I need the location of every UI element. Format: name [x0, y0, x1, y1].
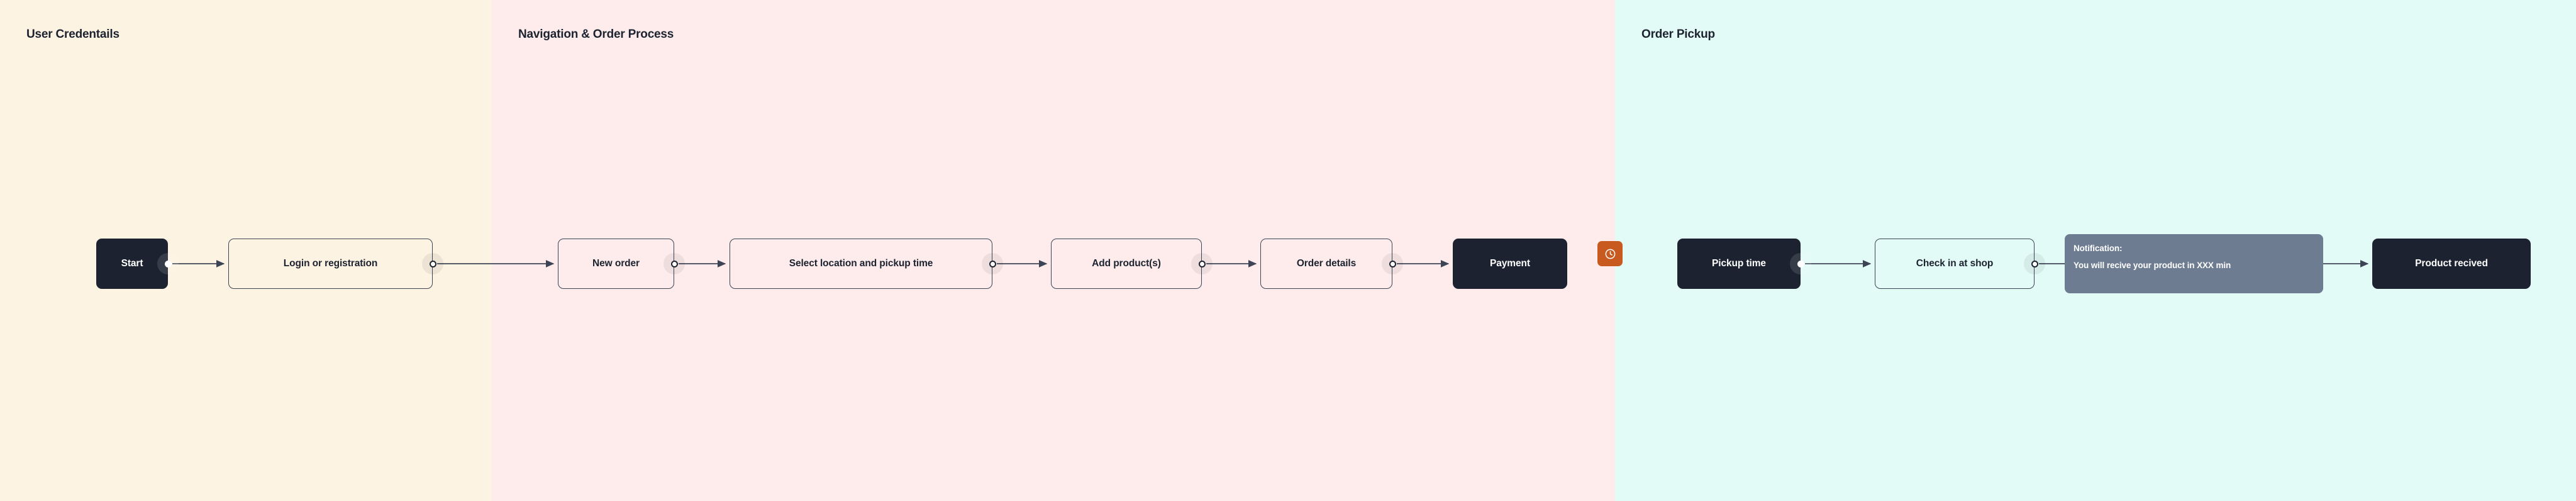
- node-label: Payment: [1490, 258, 1530, 269]
- node-label: Start: [121, 258, 143, 269]
- node-label: Order details: [1296, 258, 1357, 269]
- node-label: Add product(s): [1092, 258, 1161, 269]
- notification-body: You will recive your product in XXX min: [2074, 260, 2231, 270]
- lane-title-navigation-order-process: Navigation & Order Process: [518, 28, 674, 41]
- lane-title-order-pickup: Order Pickup: [1641, 28, 1715, 41]
- port-dot: [1389, 260, 1396, 267]
- node-select-location-and-pickup-time[interactable]: Select location and pickup time: [730, 239, 992, 289]
- port-handle-order-details[interactable]: [1382, 253, 1403, 274]
- notification-title: Notification:: [2074, 244, 2123, 253]
- port-dot: [164, 260, 172, 267]
- port-handle-login-or-registration[interactable]: [422, 253, 443, 274]
- clock-icon: [1605, 249, 1615, 259]
- port-dot: [1797, 260, 1804, 267]
- port-handle-check-in-at-shop[interactable]: [2024, 253, 2045, 274]
- port-handle-select-location-and-pickup-time[interactable]: [982, 253, 1003, 274]
- node-label: Product recived: [2415, 258, 2488, 269]
- node-label: Select location and pickup time: [789, 258, 933, 269]
- node-label: Login or registration: [283, 258, 378, 269]
- node-label: Check in at shop: [1916, 258, 1994, 269]
- node-label: Pickup time: [1712, 258, 1766, 269]
- node-check-in-at-shop[interactable]: Check in at shop: [1875, 239, 2035, 289]
- pickup-timer-badge[interactable]: [1597, 241, 1623, 266]
- node-login-or-registration[interactable]: Login or registration: [228, 239, 433, 289]
- node-start[interactable]: Start: [96, 239, 168, 289]
- node-payment[interactable]: Payment: [1453, 239, 1567, 289]
- port-dot: [1198, 260, 1206, 267]
- port-handle-new-order[interactable]: [663, 253, 685, 274]
- node-label: New order: [592, 258, 640, 269]
- node-product-recived[interactable]: Product recived: [2372, 239, 2531, 289]
- port-handle-pickup-time[interactable]: [1790, 253, 1811, 274]
- port-handle-start[interactable]: [157, 253, 179, 274]
- node-new-order[interactable]: New order: [558, 239, 674, 289]
- port-dot: [429, 260, 436, 267]
- lane-title-user-credentials: User Credentails: [26, 28, 119, 41]
- node-order-details[interactable]: Order details: [1260, 239, 1392, 289]
- port-handle-add-products[interactable]: [1191, 253, 1213, 274]
- node-add-products[interactable]: Add product(s): [1051, 239, 1202, 289]
- port-dot: [989, 260, 996, 267]
- notification-callout[interactable]: Notification: You will recive your produc…: [2065, 234, 2323, 293]
- port-dot: [2031, 260, 2038, 267]
- node-pickup-time[interactable]: Pickup time: [1677, 239, 1801, 289]
- port-dot: [670, 260, 678, 267]
